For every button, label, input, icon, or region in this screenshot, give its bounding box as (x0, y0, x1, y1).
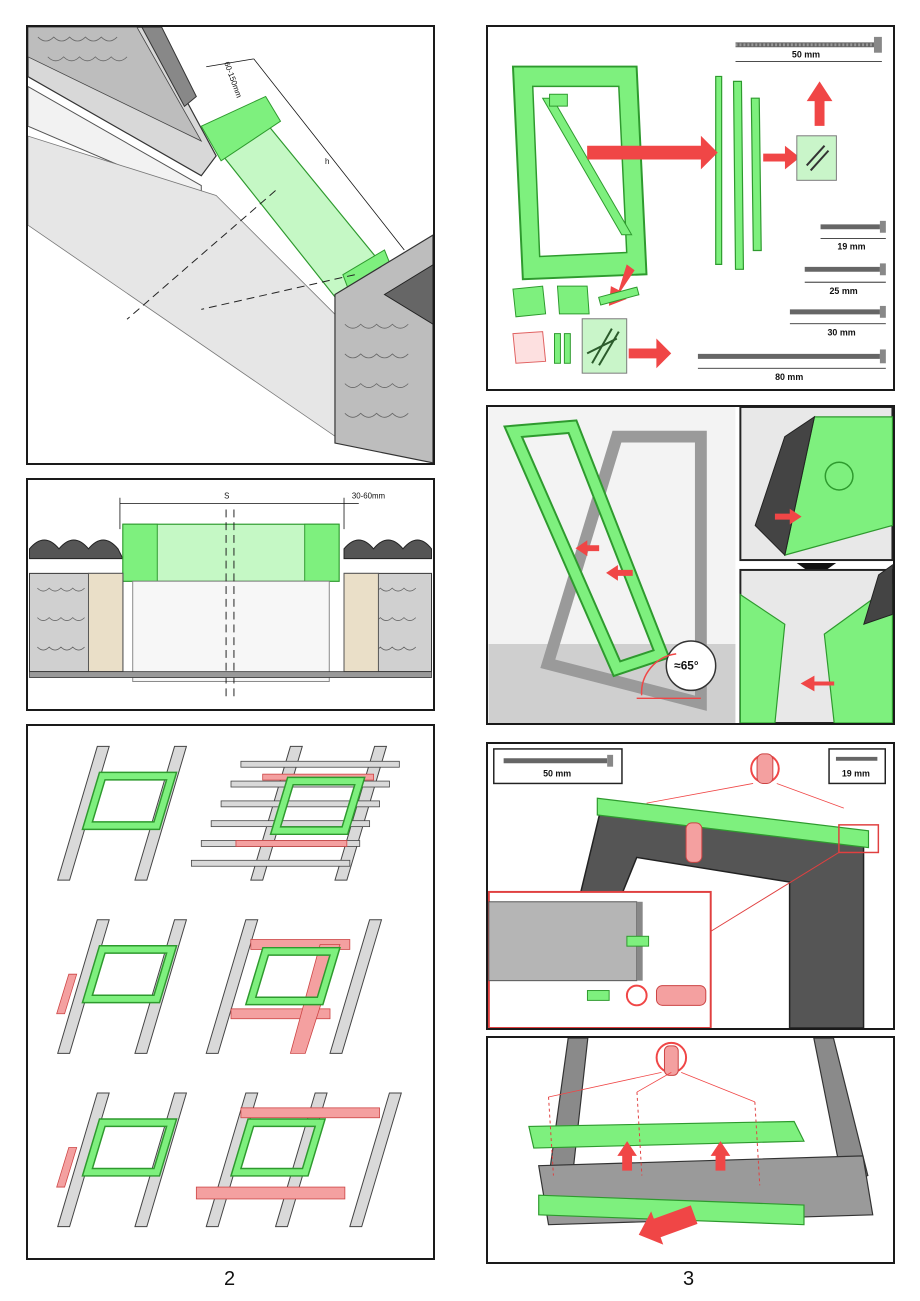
screw-25mm: 25 mm (804, 263, 886, 296)
screw-label-25mm: 25 mm (829, 286, 857, 296)
screw-label-19mm: 19 mm (837, 242, 865, 252)
variant-2 (190, 745, 400, 881)
angle-label: ≈65° (674, 659, 699, 673)
rail-assembly-drawing (528, 1038, 874, 1245)
dim-gap-cross: 30-60mm (352, 492, 386, 501)
variant-1 (57, 745, 187, 881)
screw-label-50mm: 50 mm (792, 50, 820, 60)
screw-label-80mm: 80 mm (775, 372, 803, 382)
variant-4 (205, 919, 383, 1054)
variant-6 (195, 1092, 402, 1228)
components-drawing: 50 mm 19 mm 25 mm 30 mm 80 mm (511, 36, 886, 382)
screw-80mm: 80 mm (697, 349, 886, 382)
screw-50mm: 50 mm (735, 36, 882, 63)
panel-brackets: 50 mm 19 mm (486, 742, 895, 1030)
page-number-right: 3 (683, 1268, 695, 1290)
sash-removal-drawing: ≈65° (488, 407, 893, 723)
panel-framing-variants (26, 724, 435, 1260)
brackets-drawing: 50 mm 19 mm (488, 748, 886, 1028)
dim-h: h (325, 157, 329, 166)
screw-label-right: 19 mm (842, 769, 870, 779)
roof-section-drawing: 60-150mm h (28, 27, 433, 463)
screw-label-left: 50 mm (543, 769, 571, 779)
screw-30mm: 30 mm (789, 305, 886, 338)
cross-section-drawing: S 30-60mm (29, 492, 432, 702)
panel-rail-assembly (486, 1036, 895, 1264)
page-number-left: 2 (224, 1268, 236, 1290)
dim-gap-roof: 60-150mm (222, 60, 244, 99)
screw-19mm: 19 mm (820, 220, 886, 252)
variant-3 (56, 919, 187, 1054)
screw-label-30mm: 30 mm (827, 328, 855, 338)
dim-s: S (224, 492, 229, 501)
panel-sash-removal: ≈65° (486, 405, 895, 725)
panel-roof-section: 60-150mm h (26, 25, 435, 465)
variant-5 (56, 1092, 187, 1228)
framing-variants-drawing (56, 745, 402, 1228)
panel-cross-section: S 30-60mm (26, 478, 435, 711)
panel-components: 50 mm 19 mm 25 mm 30 mm 80 mm (486, 25, 895, 391)
